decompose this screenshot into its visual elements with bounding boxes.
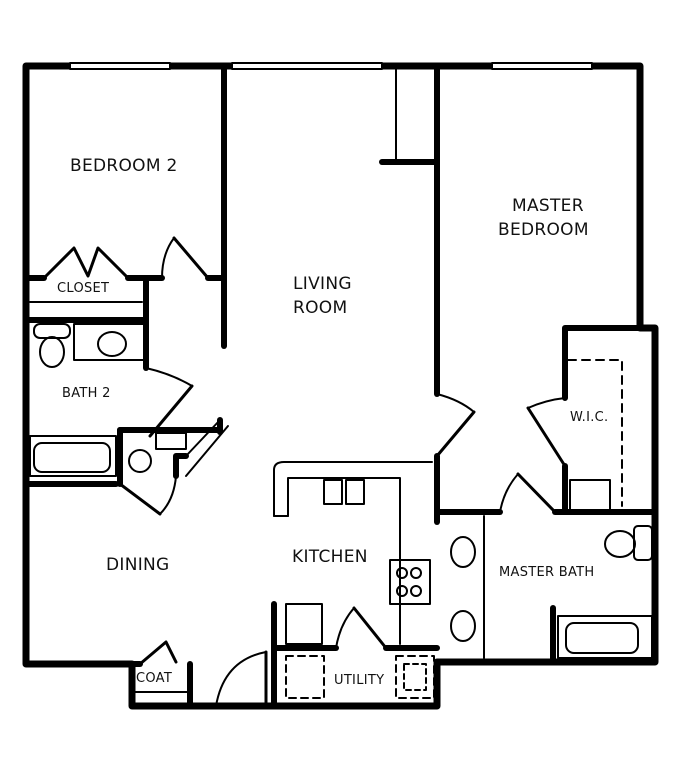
room-label-master-bedroom-line2: BEDROOM (498, 220, 589, 240)
room-label-dining: DINING (106, 555, 170, 575)
room-label-kitchen: KITCHEN (292, 547, 368, 567)
doors (42, 236, 567, 708)
room-label-master-bedroom-line1: MASTER (512, 196, 584, 216)
room-label-coat: COAT (136, 671, 173, 686)
room-label-wic: W.I.C. (570, 410, 609, 425)
room-label-living-line1: LIVING (293, 274, 352, 294)
room-label-closet: CLOSET (57, 281, 110, 296)
windows (69, 62, 593, 70)
fixtures (29, 65, 653, 699)
room-label-utility: UTILITY (334, 673, 385, 688)
room-label-master-bath: MASTER BATH (499, 565, 595, 580)
room-label-bath-2: BATH 2 (62, 386, 111, 401)
room-label-living-line2: ROOM (293, 298, 348, 318)
room-label-bedroom-2: BEDROOM 2 (70, 156, 178, 176)
